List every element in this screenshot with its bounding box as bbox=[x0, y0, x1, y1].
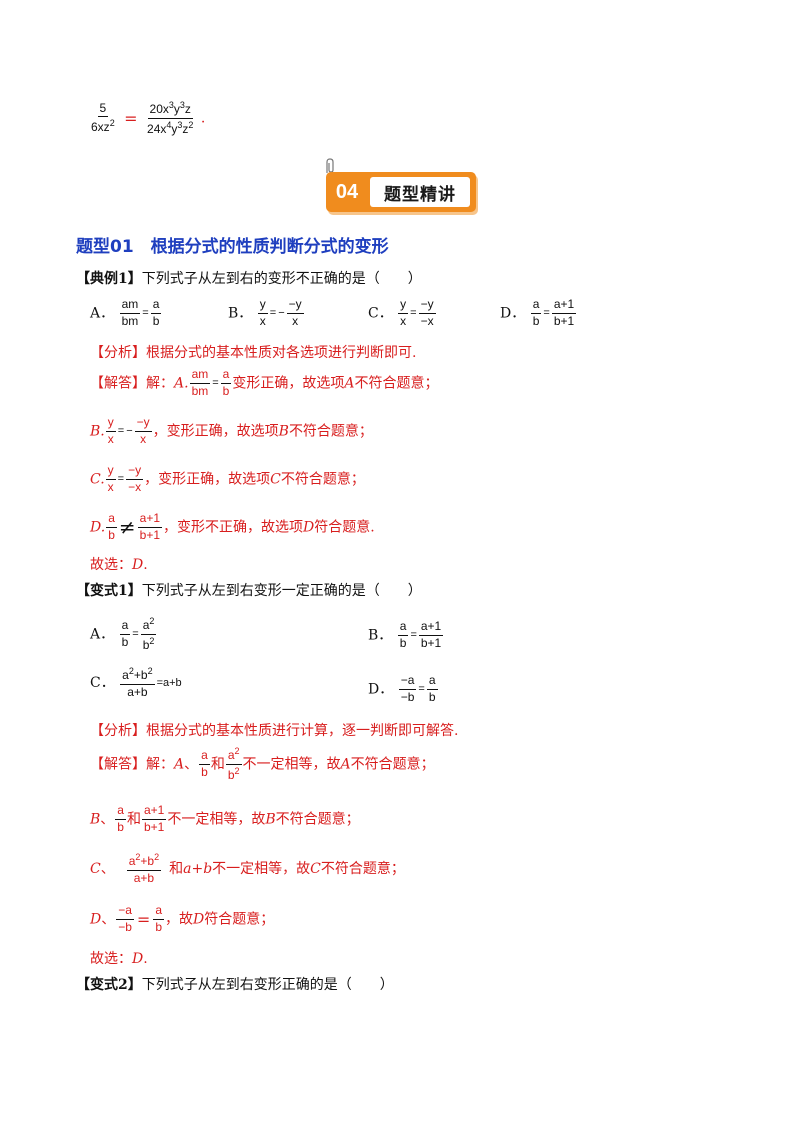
not-equal-sign: ≠ bbox=[118, 515, 136, 540]
top-equation: 5 6xz2 = 20x3y3z 24x4y3z2 . bbox=[91, 100, 206, 136]
section-heading: 题型01 根据分式的性质判断分式的变形 bbox=[76, 237, 389, 257]
fraction: −y−x bbox=[418, 297, 436, 328]
example1-analysis: 【分析】根据分式的基本性质对各选项进行判断即可. bbox=[90, 345, 417, 361]
fraction: 20x3y3z 24x4y3z2 bbox=[147, 100, 194, 136]
fraction: −a−b bbox=[398, 673, 417, 704]
variant2-question: 【变式2】下列式子从左到右变形正确的是（ ） bbox=[76, 977, 394, 993]
paperclip-icon bbox=[326, 158, 334, 173]
banner-title: 题型精讲 bbox=[370, 177, 470, 207]
variant1-question: 【变式1】下列式子从左到右变形一定正确的是（ ） bbox=[76, 583, 422, 599]
variant1-choice: 故选：D. bbox=[90, 951, 148, 967]
fraction: −a−b bbox=[116, 903, 134, 934]
equals-sign: = bbox=[124, 108, 138, 128]
section-banner: 04 题型精讲 bbox=[326, 172, 476, 212]
example1-choice: 故选：D. bbox=[90, 557, 148, 573]
fraction: −y−x bbox=[126, 463, 144, 494]
fraction: 5 6xz2 bbox=[91, 100, 115, 135]
example1-question: 【典例1】下列式子从左到右的变形不正确的是（ ） bbox=[76, 271, 422, 287]
variant1-analysis: 【分析】根据分式的基本性质进行计算，逐一判断即可解答. bbox=[90, 723, 459, 739]
banner-number: 04 bbox=[335, 180, 359, 203]
